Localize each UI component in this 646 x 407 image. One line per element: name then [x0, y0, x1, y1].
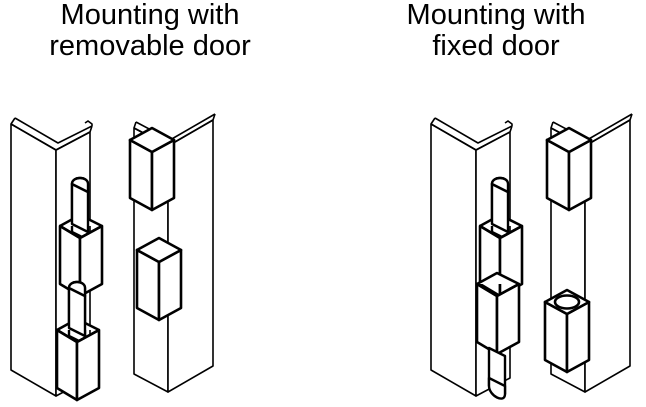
panel-removable-door — [10, 113, 216, 402]
panel-title-fixed-line1: Mounting with — [406, 0, 586, 31]
panel-title-removable: Mounting with removable door — [0, 0, 300, 62]
panel-title-fixed: Mounting with fixed door — [346, 0, 646, 62]
fixed-socket-lower — [543, 288, 591, 374]
panel-title-fixed-line2: fixed door — [432, 30, 560, 62]
removable-socket-upper — [128, 126, 176, 212]
fixed-socket-upper — [545, 126, 593, 212]
panel-fixed-door — [430, 113, 633, 400]
removable-socket-lower — [135, 236, 183, 322]
panel-title-removable-line2: removable door — [49, 30, 251, 62]
panel-title-removable-line1: Mounting with — [60, 0, 240, 31]
